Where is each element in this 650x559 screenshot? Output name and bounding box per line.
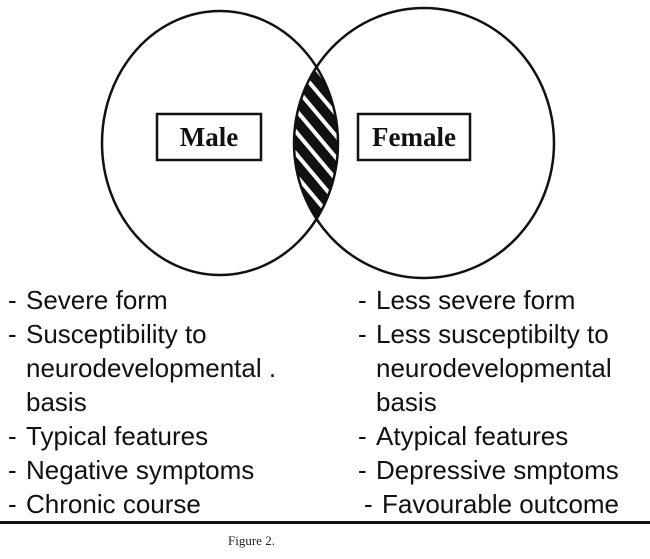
- female-traits-list: Less severe form Less susceptibilty to n…: [356, 283, 650, 521]
- female-trait: Atypical features: [356, 419, 650, 453]
- male-trait: Negative symptoms: [6, 453, 326, 487]
- male-trait: Severe form: [6, 283, 326, 317]
- female-label-box: [356, 112, 472, 162]
- male-traits-list: Severe form Susceptibility to neurodevel…: [6, 283, 326, 521]
- female-label: Female: [372, 122, 456, 152]
- venn-diagram: Male Female: [100, 6, 556, 280]
- male-circle: [100, 9, 340, 277]
- female-trait: Less severe form: [356, 283, 650, 317]
- female-trait: Less susceptibilty to neurodevelopmental…: [356, 317, 650, 419]
- female-trait: Favourable outcome: [362, 487, 650, 521]
- divider-rule: [0, 521, 650, 524]
- male-trait: Chronic course: [6, 487, 326, 521]
- female-trait: Depressive smptoms: [356, 453, 650, 487]
- male-label-box: [155, 112, 263, 162]
- male-label: Male: [180, 122, 238, 152]
- male-trait: Typical features: [6, 419, 326, 453]
- male-trait: Susceptibility to neurodevelopmental . b…: [6, 317, 326, 419]
- female-circle: [292, 6, 556, 280]
- figure-caption: Figure 2.: [228, 533, 275, 548]
